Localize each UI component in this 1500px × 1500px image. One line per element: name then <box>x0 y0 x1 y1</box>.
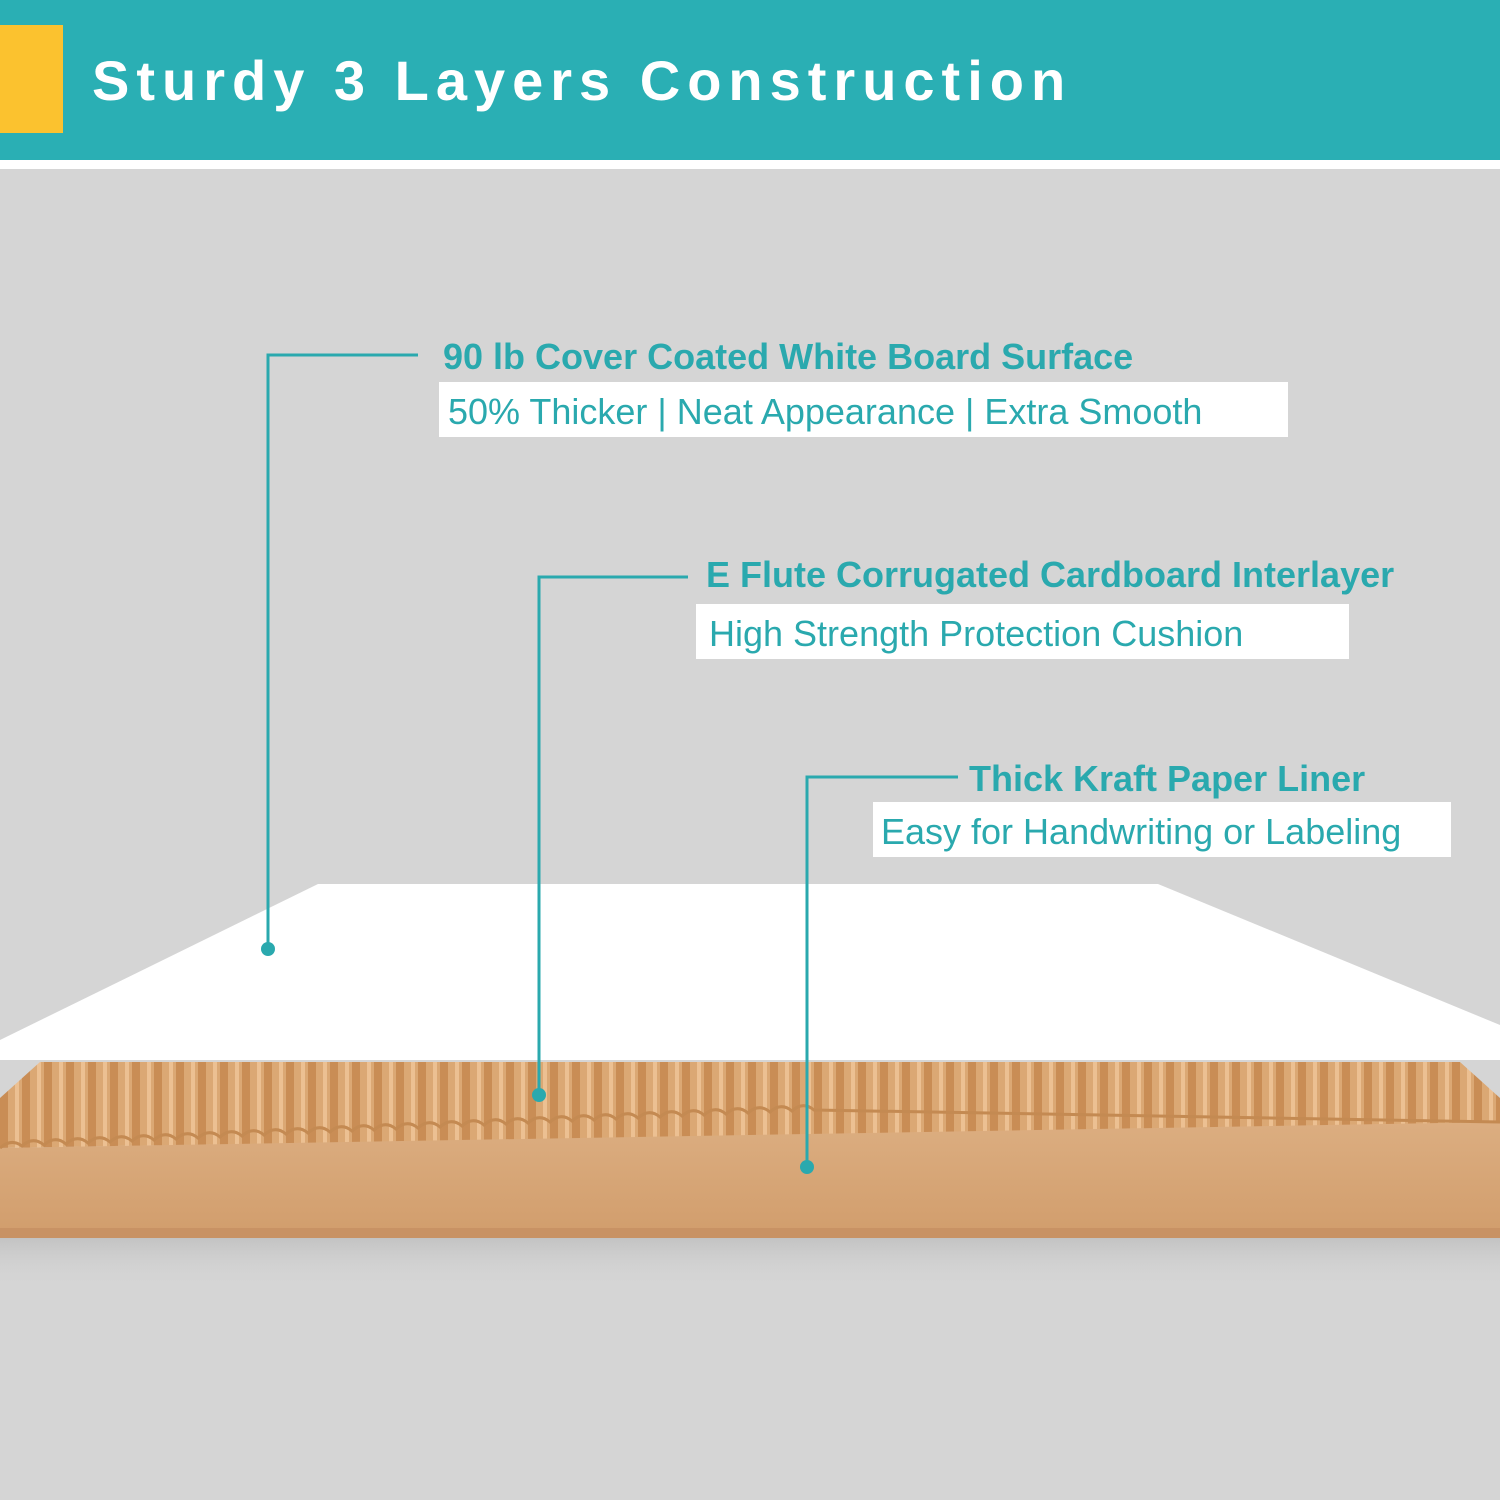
white-board-layer <box>0 884 1500 1060</box>
callout-title-liner: Thick Kraft Paper Liner <box>969 758 1366 799</box>
corrugated-wave-edge <box>0 1104 1500 1150</box>
callout-title-surface: 90 lb Cover Coated White Board Surface <box>443 336 1134 377</box>
callout-subtitle-liner: Easy for Handwriting or Labeling <box>881 811 1402 852</box>
leader-line-interlayer <box>537 575 688 1094</box>
header-divider <box>0 160 1500 169</box>
callout-box-liner: Easy for Handwriting or Labeling <box>873 802 1451 857</box>
callout-box-surface: 50% Thicker | Neat Appearance | Extra Sm… <box>439 382 1288 437</box>
callout-title-interlayer: E Flute Corrugated Cardboard Interlayer <box>706 554 1395 595</box>
marker-dot-liner <box>800 1160 814 1174</box>
marker-dot-surface <box>261 942 275 956</box>
header-banner: Sturdy 3 Layers Construction <box>0 0 1500 160</box>
corrugated-layer <box>0 1062 1500 1148</box>
marker-dot-interlayer <box>532 1088 546 1102</box>
leader-line-surface <box>266 353 418 948</box>
leader-line-liner <box>805 775 958 1166</box>
callout-box-interlayer: High Strength Protection Cushion <box>696 604 1349 659</box>
kraft-liner-edge <box>0 1228 1500 1238</box>
header-accent-bar <box>0 25 63 133</box>
kraft-liner-layer <box>0 1120 1500 1238</box>
callout-subtitle-surface: 50% Thicker | Neat Appearance | Extra Sm… <box>448 391 1203 432</box>
callout-subtitle-interlayer: High Strength Protection Cushion <box>709 613 1244 654</box>
page-title: Sturdy 3 Layers Construction <box>92 49 1073 112</box>
